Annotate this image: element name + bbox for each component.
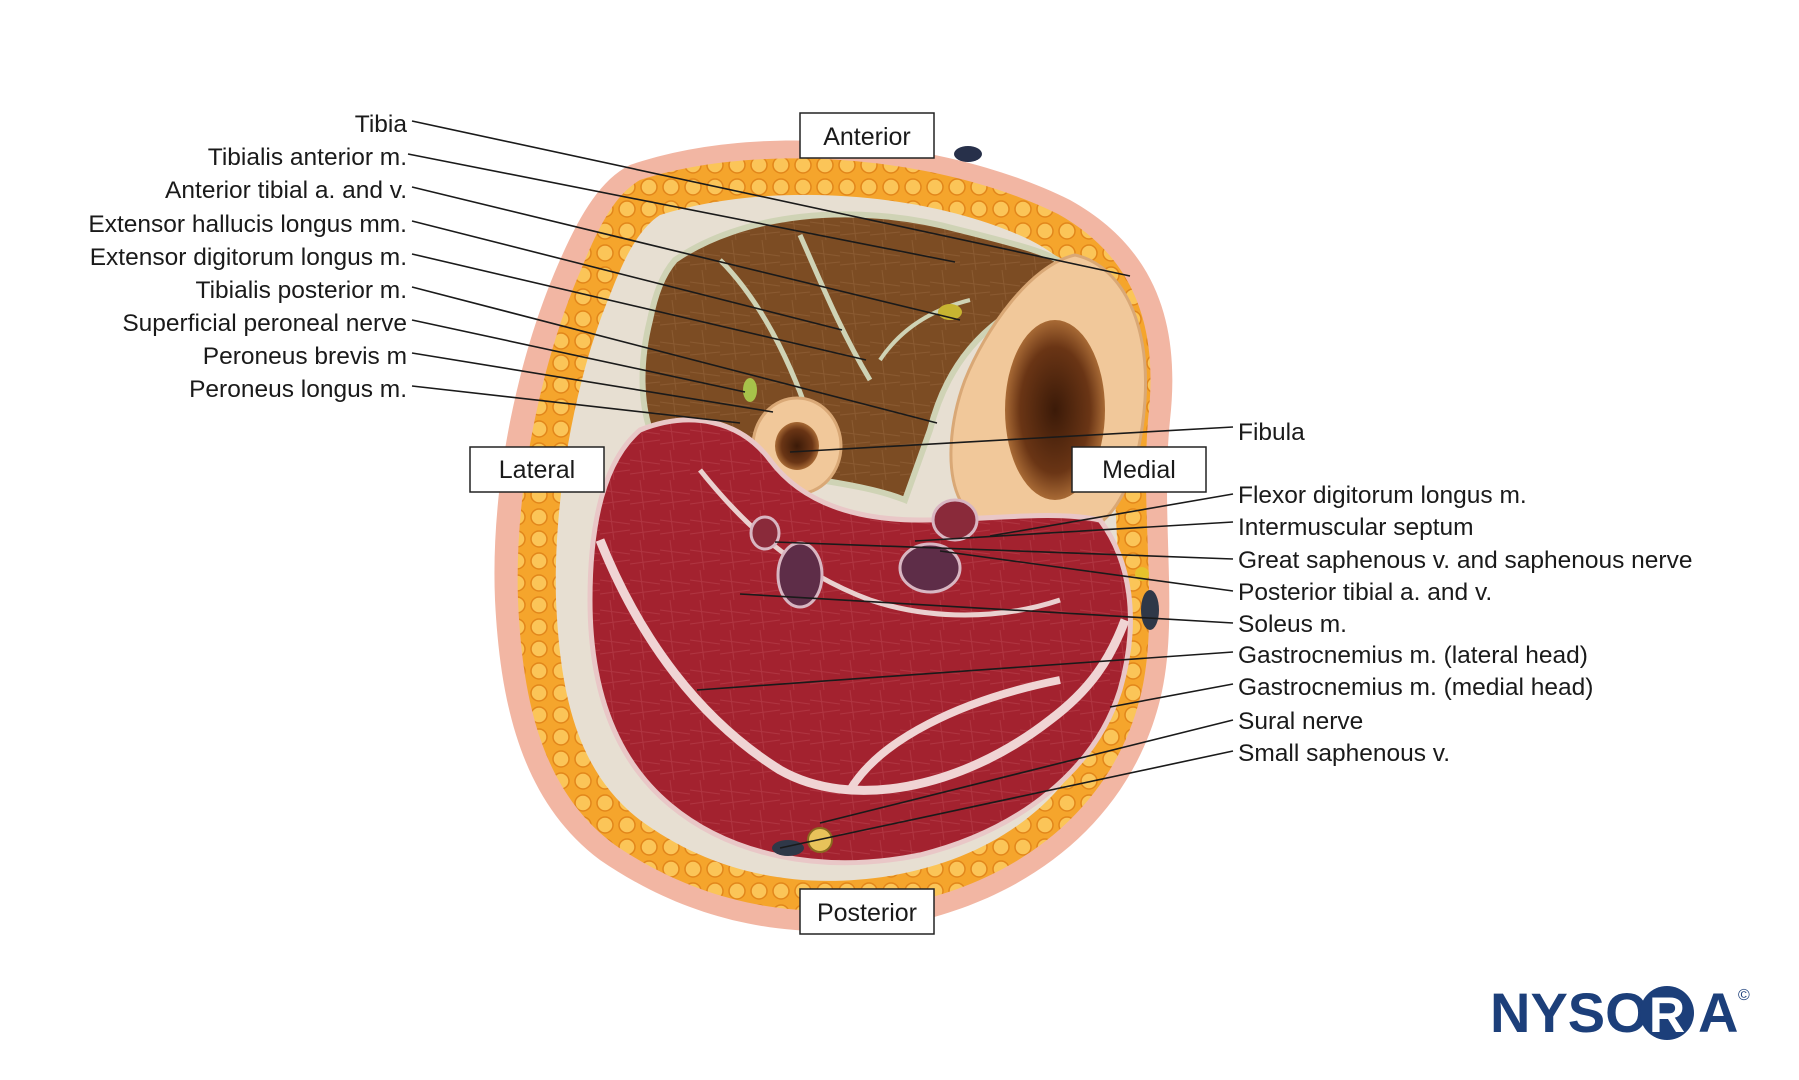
orientation-anterior: Anterior [799, 112, 935, 159]
leader-posterior-tibial [939, 550, 1234, 592]
right-labels: Fibula Flexor digitorum longus m. Interm… [696, 419, 1692, 849]
label-tibia: Tibia [355, 111, 408, 138]
orientation-anterior-label: Anterior [823, 123, 911, 151]
leader-flexor-digitorum [989, 493, 1234, 537]
label-peroneus-brevis: Peroneus brevis m [203, 343, 407, 370]
label-superficial-peroneal-nerve: Superficial peroneal nerve [122, 310, 407, 337]
logo-text-left: NYSO [1490, 981, 1649, 1044]
orientation-posterior-label: Posterior [817, 899, 917, 927]
label-anterior-tibial-vessels: Anterior tibial a. and v. [165, 177, 407, 204]
leader-tibia [411, 120, 1131, 277]
label-tibialis-posterior: Tibialis posterior m. [196, 277, 407, 304]
leader-great-saphenous [774, 541, 1234, 560]
label-gastrocnemius-lateral: Gastrocnemius m. (lateral head) [1238, 642, 1588, 669]
label-fibula: Fibula [1238, 419, 1305, 446]
label-flexor-digitorum: Flexor digitorum longus m. [1238, 482, 1527, 509]
left-labels: Tibia Tibialis anterior m. Anterior tibi… [88, 111, 1131, 424]
leader-superficial-peroneal-nerve [411, 319, 746, 393]
nysora-logo: NYSO R A © [1490, 981, 1750, 1044]
logo-text-circle: R [1649, 987, 1685, 1043]
orientation-lateral-label: Lateral [499, 456, 575, 484]
orientation-medial-label: Medial [1102, 456, 1176, 484]
logo-circle [1640, 986, 1694, 1040]
label-sural-nerve: Sural nerve [1238, 708, 1363, 735]
label-intermuscular-septum: Intermuscular septum [1238, 514, 1474, 541]
leader-anterior-tibial-vessels [411, 186, 961, 321]
leader-peroneus-longus [411, 385, 741, 424]
small-saphenous-vein [772, 840, 804, 856]
leader-tibialis-anterior [407, 153, 956, 263]
logo-copyright: © [1738, 987, 1750, 1004]
label-extensor-hallucis: Extensor hallucis longus mm. [88, 211, 407, 238]
orientation-lateral: Lateral [469, 446, 605, 493]
leader-sural-nerve [819, 719, 1234, 824]
label-great-saphenous: Great saphenous v. and saphenous nerve [1238, 547, 1692, 574]
great-saphenous-vein [1141, 590, 1159, 630]
anatomy-illustration [494, 140, 1173, 932]
orientation-medial: Medial [1071, 446, 1207, 493]
label-gastrocnemius-medial: Gastrocnemius m. (medial head) [1238, 674, 1593, 701]
label-posterior-tibial: Posterior tibial a. and v. [1238, 579, 1492, 606]
leader-gastrocnemius-lateral [696, 651, 1234, 691]
leader-gastrocnemius-medial [1109, 683, 1234, 708]
leader-extensor-digitorum [411, 253, 867, 361]
leader-extensor-hallucis [411, 220, 843, 331]
leader-intermuscular-septum [914, 521, 1234, 542]
leader-soleus [739, 593, 1234, 624]
logo-text-right: A [1698, 981, 1738, 1044]
label-extensor-digitorum: Extensor digitorum longus m. [90, 244, 407, 271]
orientation-posterior: Posterior [799, 888, 935, 935]
label-tibialis-anterior: Tibialis anterior m. [208, 144, 407, 171]
label-soleus: Soleus m. [1238, 611, 1347, 638]
leader-tibialis-posterior [411, 286, 938, 424]
posterior-tibial-vein-medial [898, 542, 962, 594]
label-peroneus-longus: Peroneus longus m. [189, 376, 407, 403]
label-small-saphenous: Small saphenous v. [1238, 740, 1450, 767]
leader-fibula [789, 426, 1234, 453]
leader-peroneus-brevis [411, 352, 774, 413]
leader-small-saphenous [779, 750, 1234, 849]
